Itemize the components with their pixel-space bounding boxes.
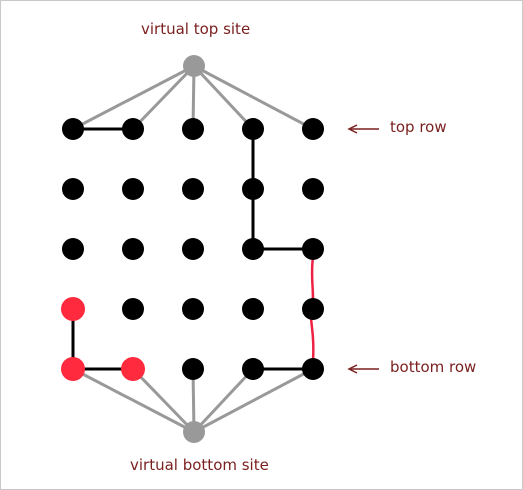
site xyxy=(242,238,264,260)
virtual-bottom-site xyxy=(183,421,205,443)
virtual-bottom-edge xyxy=(131,367,196,434)
top-row-label: top row xyxy=(390,118,447,136)
site xyxy=(182,358,204,380)
virtual-bottom-edge xyxy=(193,367,314,434)
site xyxy=(302,298,324,320)
virtual-top-edge xyxy=(131,64,196,131)
site xyxy=(302,358,324,380)
site xyxy=(242,118,264,140)
site xyxy=(62,118,84,140)
site xyxy=(122,118,144,140)
virtual-top-edge xyxy=(193,64,314,131)
site xyxy=(122,178,144,200)
virtual-top-edge xyxy=(192,64,255,131)
site xyxy=(242,298,264,320)
virtual-bottom-edge xyxy=(72,367,195,434)
top-row-arrow-head xyxy=(347,124,358,134)
site xyxy=(62,178,84,200)
site xyxy=(302,118,324,140)
virtual-bottom-edge xyxy=(192,367,255,434)
red-site xyxy=(121,357,145,381)
virtual-top-site-label: virtual top site xyxy=(141,20,251,38)
bottom-row-arrow-head xyxy=(347,364,358,374)
site xyxy=(122,238,144,260)
site xyxy=(182,238,204,260)
site xyxy=(62,238,84,260)
row-arrows xyxy=(347,124,379,374)
site xyxy=(242,358,264,380)
site xyxy=(182,178,204,200)
site xyxy=(242,178,264,200)
site xyxy=(182,298,204,320)
virtual-top-site xyxy=(183,55,205,77)
red-site xyxy=(61,297,85,321)
site xyxy=(122,298,144,320)
virtual-top-edge xyxy=(72,64,195,131)
site xyxy=(182,118,204,140)
grid-sites xyxy=(61,55,324,443)
bottom-row-label: bottom row xyxy=(390,358,477,376)
site xyxy=(302,238,324,260)
virtual-bottom-site-label: virtual bottom site xyxy=(130,456,269,474)
red-site xyxy=(61,357,85,381)
site xyxy=(302,178,324,200)
